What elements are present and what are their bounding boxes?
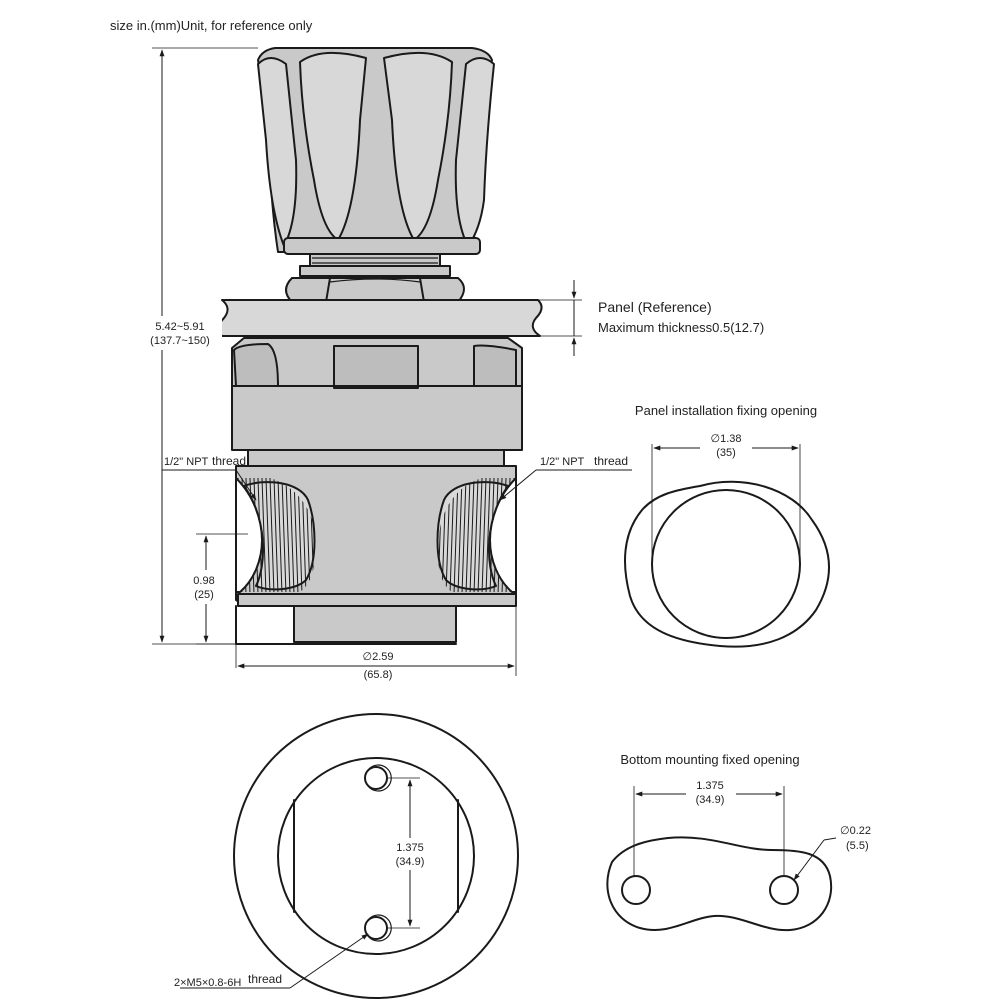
thread-line [485,478,491,592]
body-diameter-in: ∅2.59 [363,651,394,663]
port-height-dimension: 0.98 (25) [186,533,248,645]
overall-height-mm: (137.7~150) [150,335,210,347]
bottom-opening-hole-mm: (5.5) [846,840,869,852]
port-height-in: 0.98 [193,575,214,587]
panel-opening-view: Panel installation fixing opening ∅1.38 … [624,403,831,648]
bottom-spacing-in: 1.375 [396,842,424,854]
panel-thickness-dimension: Panel (Reference) Maximum thickness0.5(1… [571,280,764,356]
bottom-opening-view: Bottom mounting fixed opening 1.375 (34.… [606,752,871,932]
overall-height-in: 5.42~5.91 [155,321,204,333]
bottom-opening-title: Bottom mounting fixed opening [620,752,799,767]
panel-opening-dia-in: ∅1.38 [711,433,742,445]
npt-left-word: thread [212,454,246,468]
panel-plate [217,299,582,337]
thread-line [469,478,475,592]
thread-line [265,478,271,592]
bottom-spacing-mm: (34.9) [396,856,425,868]
port-height-mm: (25) [194,589,214,601]
body-diameter-dimension: ∅2.59 (65.8) [237,606,517,681]
thread-line [473,478,479,592]
regulator-knob [257,47,495,255]
thread-line [285,478,291,592]
thread-line [481,478,487,592]
thread-line [273,478,279,592]
thread-line [461,478,467,592]
npt-right-size: 1/2" NPT [540,456,585,468]
screw-spec: 2×M5×0.8-6H [174,977,241,989]
thread-line [289,478,295,592]
bottom-opening-hole-in: ∅0.22 [840,825,871,837]
panel-label: Panel (Reference) [598,299,712,315]
thread-line [230,478,234,594]
regulator-body [231,337,523,467]
npt-right-callout: 1/2" NPT thread [499,454,632,501]
panel-opening-title: Panel installation fixing opening [635,403,817,418]
screw-word: thread [248,972,282,986]
panel-opening-dia-mm: (35) [716,447,736,459]
thread-line [269,478,275,592]
thread-line [281,478,287,592]
bottom-opening-spacing-mm: (34.9) [696,794,725,806]
bottom-view: 1.375 (34.9) 2×M5×0.8-6H thread [174,713,519,999]
panel-thickness: Maximum thickness0.5(12.7) [598,320,764,335]
npt-left-size: 1/2" NPT [164,456,209,468]
body-diameter-mm: (65.8) [364,669,393,681]
thread-line [518,478,522,594]
npt-left-callout: 1/2" NPT thread [162,454,257,501]
header-note: size in.(mm)Unit, for reference only [110,18,313,33]
thread-line [297,478,303,592]
thread-line [277,478,283,592]
thread-line [465,478,471,592]
panel-nut [285,277,465,303]
thread-line [477,478,483,592]
thread-line [261,478,267,592]
npt-right-word: thread [594,454,628,468]
bottom-opening-spacing-in: 1.375 [696,780,724,792]
thread-line [453,478,459,592]
valve-stem [299,253,451,277]
thread-line [293,478,299,592]
overall-height-dimension: 5.42~5.91 (137.7~150) [138,47,258,645]
lower-body [230,465,522,668]
thread-line [457,478,463,592]
